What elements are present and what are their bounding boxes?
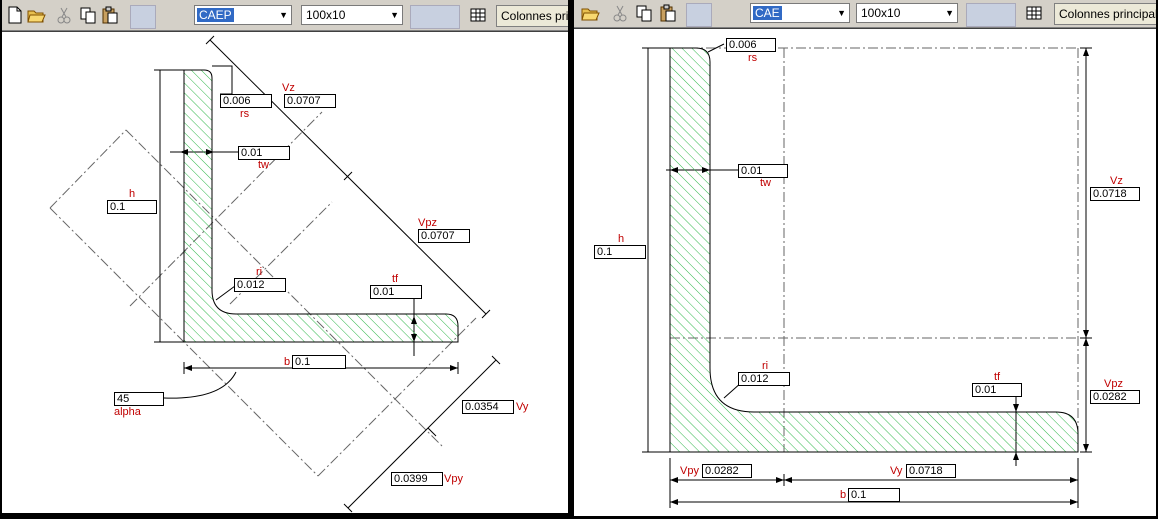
section-type-select[interactable]: CAE ▼ [750,3,850,23]
rs-label: rs [240,108,250,120]
vpy-label: Vpy [680,465,699,477]
vz-label: Vz [282,82,295,94]
open-folder-icon[interactable] [26,5,46,25]
paste-icon[interactable] [100,5,120,25]
copy-icon[interactable] [78,5,98,25]
paste-icon[interactable] [658,3,678,23]
alpha-label: alpha [114,406,141,418]
profile-size-value: 100x10 [861,6,901,20]
copy-icon[interactable] [634,3,654,23]
rs-value-field[interactable]: 0.006 [726,38,776,52]
vpy-label: Vpy [444,473,463,485]
tw-label: tw [760,177,771,189]
left-drawing-canvas [2,31,568,513]
vz-label: Vz [1110,175,1123,187]
table-grid-icon[interactable] [468,5,488,25]
chevron-down-icon[interactable]: ▼ [837,8,846,18]
ri-label: ri [762,360,769,372]
b-label: b [840,489,847,501]
tf-value-field[interactable]: 0.01 [972,383,1022,397]
vy-value-field[interactable]: 0.0718 [906,464,956,478]
profile-size-select[interactable]: 100x10 ▼ [856,3,958,23]
chevron-down-icon[interactable]: ▼ [279,10,288,20]
rs-label: rs [748,52,758,64]
h-value-field[interactable]: 0.1 [107,200,157,214]
b-value-field[interactable]: 0.1 [848,488,900,502]
new-file-icon[interactable] [5,5,25,25]
table-grid-icon[interactable] [1024,3,1044,23]
h-value-field[interactable]: 0.1 [594,245,646,259]
vz-value-field[interactable]: 0.0718 [1090,187,1140,201]
tw-label: tw [258,159,269,171]
h-label: h [618,233,625,245]
chevron-down-icon[interactable]: ▼ [390,10,399,20]
right-section-panel: CAE ▼ 100x10 ▼ Colonnes principales [574,0,1156,516]
left-toolbar: CAEP ▼ 100x10 ▼ Colonnes princip [2,0,568,31]
b-label: b [284,356,291,368]
right-drawing-canvas [574,28,1156,516]
toolbar-separator [130,5,156,29]
vpz-value-field[interactable]: 0.0282 [1090,390,1140,404]
profile-size-value: 100x10 [306,8,346,22]
left-section-panel: CAEP ▼ 100x10 ▼ Colonnes princip [2,0,568,513]
principal-columns-button[interactable]: Colonnes principales [1054,3,1156,25]
rs-value-field[interactable]: 0.006 [220,94,272,108]
section-type-value: CAE [753,6,782,20]
cut-icon[interactable] [54,5,74,25]
vpz-label: Vpz [1104,378,1123,390]
h-label: h [129,188,136,200]
vpz-value-field[interactable]: 0.0707 [418,229,470,243]
tf-label: tf [392,273,399,285]
open-folder-icon[interactable] [580,3,600,23]
toolbar-separator [686,3,712,27]
alpha-value-field[interactable]: 45 [114,392,164,406]
section-type-select[interactable]: CAEP ▼ [194,5,292,25]
cut-icon[interactable] [610,3,630,23]
vy-value-field[interactable]: 0.0354 [462,400,514,414]
tf-value-field[interactable]: 0.01 [370,285,422,299]
tw-value-field[interactable]: 0.01 [738,164,788,178]
vz-value-field[interactable]: 0.0707 [284,94,336,108]
left-angle-section-drawing [49,35,501,513]
vpy-value-field[interactable]: 0.0282 [702,464,752,478]
ri-value-field[interactable]: 0.012 [234,278,286,292]
vy-label: Vy [516,401,529,413]
toolbar-separator [966,3,1016,27]
ri-label: ri [256,266,263,278]
ri-value-field[interactable]: 0.012 [738,372,790,386]
section-type-value: CAEP [197,8,234,22]
chevron-down-icon[interactable]: ▼ [945,8,954,18]
right-angle-section-drawing [642,43,1092,508]
right-toolbar: CAE ▼ 100x10 ▼ Colonnes principales [574,0,1156,28]
principal-columns-button[interactable]: Colonnes princip [496,5,568,27]
vpy-value-field[interactable]: 0.0399 [391,472,443,486]
profile-size-select[interactable]: 100x10 ▼ [301,5,403,25]
vy-label: Vy [890,465,903,477]
vpz-label: Vpz [418,217,437,229]
toolbar-separator [410,5,460,29]
tf-label: tf [994,371,1001,383]
tw-value-field[interactable]: 0.01 [238,146,290,160]
b-value-field[interactable]: 0.1 [292,355,346,369]
